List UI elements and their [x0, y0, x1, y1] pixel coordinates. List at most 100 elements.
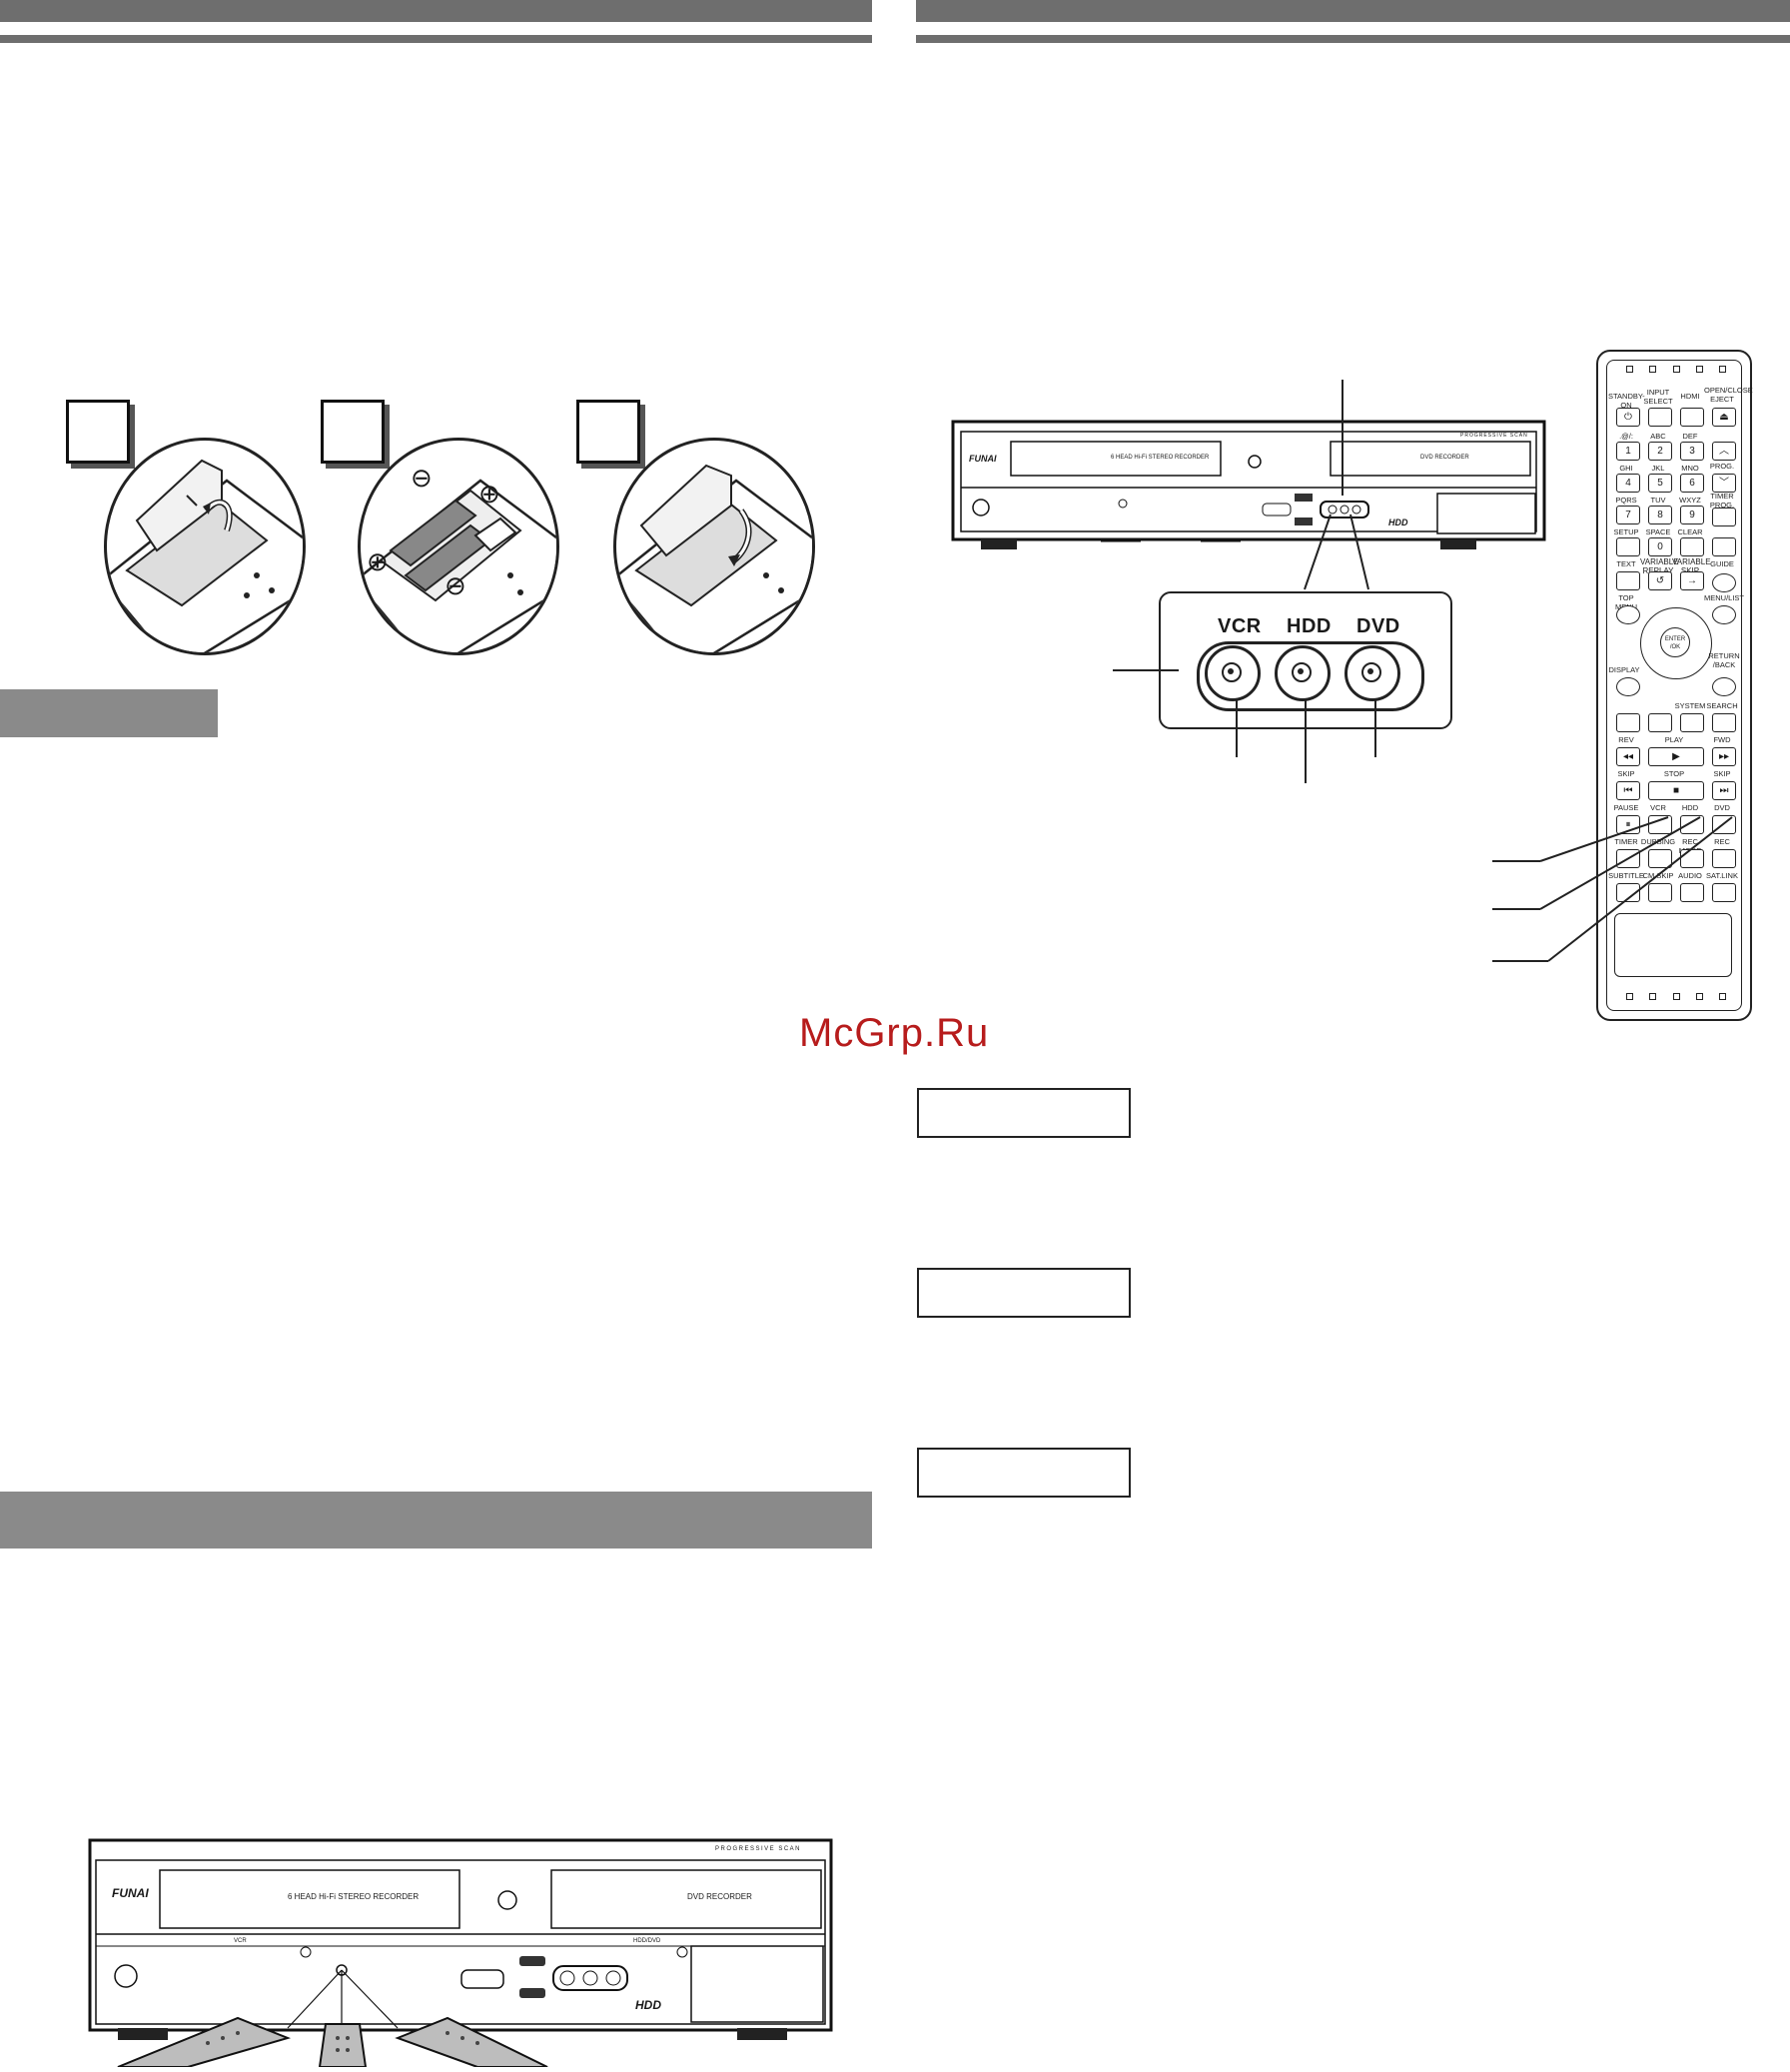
rec-label: REC	[1714, 837, 1730, 846]
search-button[interactable]	[1712, 713, 1736, 732]
prog-up-button[interactable]: ︿	[1712, 442, 1736, 461]
info-button[interactable]	[1712, 537, 1736, 556]
dubbing-button[interactable]	[1648, 849, 1672, 868]
key-9[interactable]: 9	[1680, 506, 1704, 524]
remote-leader-lines	[1492, 816, 1733, 962]
key-5[interactable]: 5	[1648, 474, 1672, 493]
hdd-logo: HDD	[1388, 518, 1408, 527]
display-label: DISPLAY	[1608, 665, 1640, 674]
guide-label: GUIDE	[1710, 559, 1734, 568]
dvd-button[interactable]	[1344, 645, 1400, 701]
key-6[interactable]: 6	[1680, 474, 1704, 493]
skip-button[interactable]: →	[1680, 571, 1704, 590]
hdd-button[interactable]	[1275, 645, 1331, 701]
key-1-sub: .@/:	[1619, 432, 1633, 441]
key-2-sub: ABC	[1650, 432, 1666, 441]
cm-skip-button[interactable]	[1648, 883, 1672, 902]
vcr-button[interactable]	[1205, 645, 1261, 701]
key-2[interactable]: 2	[1648, 442, 1672, 461]
subtitle-button[interactable]	[1616, 883, 1640, 902]
remote-hdd-label: HDD	[1681, 803, 1699, 812]
section-heading-bar	[0, 1492, 872, 1549]
remote-hdd-button[interactable]	[1680, 815, 1704, 834]
clear-button[interactable]	[1680, 537, 1704, 556]
key-3[interactable]: 3	[1680, 442, 1704, 461]
bottom-dvd-label: DVD RECORDER	[687, 1892, 752, 1901]
key-3-sub: DEF	[1682, 432, 1698, 441]
select-buttons-callout: VCR HDD DVD	[1159, 591, 1452, 729]
enter-button[interactable]: ENTER /OK	[1660, 627, 1690, 657]
remote-dvd-label: DVD	[1714, 803, 1730, 812]
prog-down-button[interactable]: ﹀	[1712, 474, 1736, 493]
key-8-sub: TUV	[1650, 496, 1666, 505]
top-rule-left-thin	[0, 35, 872, 43]
dvd-mode-box	[917, 1448, 1131, 1498]
battery-insert-illustration: ⊕ ⊖ ⊕ ⊖	[358, 438, 559, 655]
guide-button[interactable]	[1712, 573, 1736, 592]
sat-link-button[interactable]	[1712, 883, 1736, 902]
step-box-3	[576, 400, 640, 464]
vcr-callout-label: VCR	[1218, 615, 1262, 637]
note-heading-block	[0, 689, 218, 737]
timer-prog-button[interactable]	[1712, 508, 1736, 526]
key-4[interactable]: 4	[1616, 474, 1640, 493]
key-5-sub: JKL	[1651, 464, 1665, 473]
key-8[interactable]: 8	[1648, 506, 1672, 524]
top-rule-right-thick	[916, 0, 1790, 22]
dvd-callout-label: DVD	[1356, 615, 1400, 637]
callout-lines	[1113, 380, 1376, 783]
hdmi-button[interactable]	[1680, 408, 1704, 427]
variable-replay-label: VARIABLE REPLAY	[1640, 557, 1679, 575]
menu-list-button[interactable]	[1712, 605, 1736, 624]
skip-back-button[interactable]: ⏮	[1616, 781, 1640, 800]
display-button[interactable]	[1616, 677, 1640, 696]
rec-button[interactable]	[1712, 849, 1736, 868]
hdd-callout-label: HDD	[1287, 615, 1332, 637]
audio-button[interactable]	[1680, 883, 1704, 902]
input-select-button[interactable]	[1648, 408, 1672, 427]
replay-button[interactable]: ↺	[1648, 571, 1672, 590]
fwd-label: FWD	[1713, 735, 1731, 744]
key-7-sub: PQRS	[1615, 496, 1637, 505]
system-button[interactable]	[1680, 713, 1704, 732]
top-rule-right-thin	[916, 35, 1790, 43]
timer-label: TIMER	[1614, 837, 1638, 846]
remote-bottom-dots	[1626, 993, 1726, 1000]
remote-lower-panel	[1614, 913, 1732, 977]
bottom-progressive-label: PROGRESSIVE SCAN	[715, 1846, 802, 1852]
key-1[interactable]: 1	[1616, 442, 1640, 461]
skip-fwd-button[interactable]: ⏭	[1712, 781, 1736, 800]
key-0[interactable]: 0	[1648, 537, 1672, 556]
rev-label: REV	[1618, 735, 1634, 744]
rev-button[interactable]: ◂◂	[1616, 747, 1640, 766]
setup-label: SETUP	[1613, 527, 1639, 536]
system-label: SYSTEM	[1674, 701, 1706, 710]
stop-button[interactable]: ■	[1648, 781, 1704, 800]
key-6-sub: MNO	[1681, 464, 1699, 473]
key-7[interactable]: 7	[1616, 506, 1640, 524]
fwd-button[interactable]: ▸▸	[1712, 747, 1736, 766]
setup-button[interactable]	[1616, 537, 1640, 556]
nav-ring[interactable]	[1640, 607, 1712, 679]
text-label: TEXT	[1616, 559, 1636, 568]
blank-button-1[interactable]	[1616, 713, 1640, 732]
blank-button-2[interactable]	[1648, 713, 1672, 732]
step-box-1	[66, 400, 130, 464]
watermark: McGrp.Ru	[799, 1011, 990, 1055]
top-menu-button[interactable]	[1616, 605, 1640, 624]
hdd-mode-box	[917, 1268, 1131, 1318]
key-4-sub: GHI	[1619, 464, 1633, 473]
bottom-brand-logo: FUNAI	[112, 1886, 149, 1900]
play-button[interactable]: ▶	[1648, 747, 1704, 766]
remote-control: STANDBY-ON INPUT SELECT HDMI OPEN/CLOSE …	[1596, 350, 1753, 1021]
search-label: SEARCH	[1706, 701, 1738, 710]
return-button[interactable]	[1712, 677, 1736, 696]
bottom-hdd-dvd-section: HDD/DVD	[633, 1938, 661, 1944]
text-button[interactable]	[1616, 571, 1640, 590]
remote-top-dots	[1626, 366, 1726, 373]
standby-button[interactable]: ⏻	[1616, 408, 1640, 427]
skip-back-label: SKIP	[1617, 769, 1635, 778]
battery-cover-open-illustration	[104, 438, 306, 655]
space-label: SPACE	[1645, 527, 1671, 536]
eject-button[interactable]: ⏏	[1712, 408, 1736, 427]
